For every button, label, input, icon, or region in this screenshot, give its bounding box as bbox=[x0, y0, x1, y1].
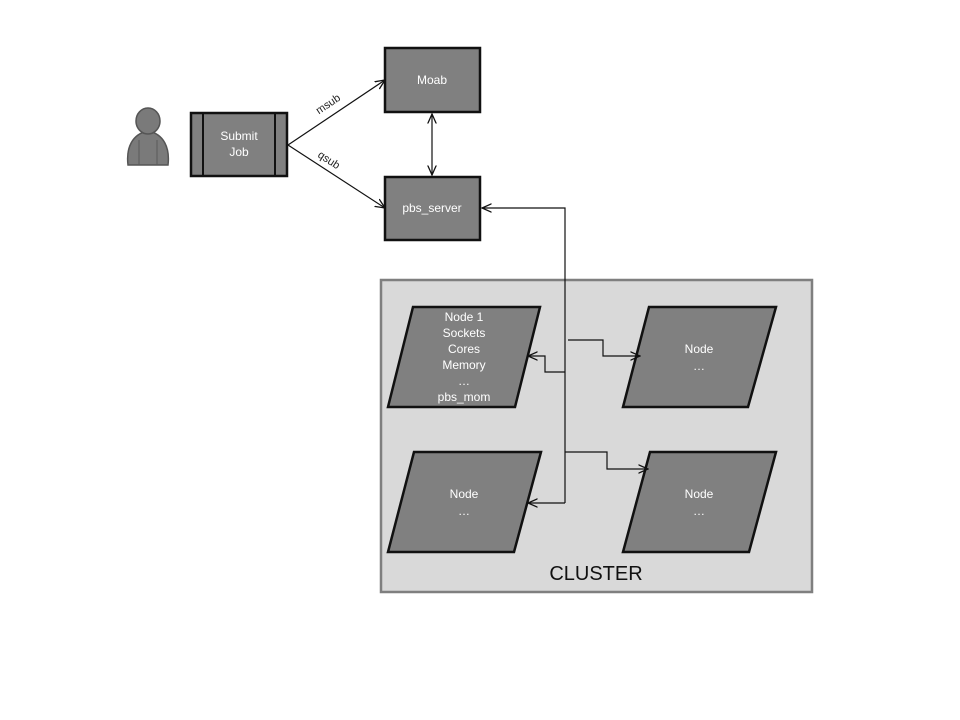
cluster-label: CLUSTER bbox=[549, 563, 642, 585]
submit-job-line-1: Submit bbox=[220, 129, 258, 143]
submit-job-line-2: Job bbox=[229, 145, 249, 159]
msub-edge bbox=[287, 80, 385, 146]
node-2-line-2: … bbox=[693, 359, 705, 373]
node-1-line-5: … bbox=[458, 374, 470, 388]
node-2-line-1: Node bbox=[685, 342, 714, 356]
node-1-line-2: Sockets bbox=[443, 326, 486, 340]
msub-label: msub bbox=[314, 92, 343, 117]
node-3-line-2: … bbox=[458, 504, 470, 518]
submit-job-box: Submit Job bbox=[189, 111, 289, 178]
pbs-cluster-connector bbox=[482, 208, 566, 503]
connector-to-node-bottom-right bbox=[565, 451, 648, 469]
node-bottom-left: Node … bbox=[386, 450, 543, 554]
qsub-edge bbox=[287, 144, 385, 208]
qsub-label: qsub bbox=[315, 149, 342, 172]
node-bottom-right: Node … bbox=[621, 450, 778, 554]
moab-box: Moab bbox=[383, 46, 482, 114]
node-4-line-1: Node bbox=[685, 487, 714, 501]
node-1: Node 1 Sockets Cores Memory … pbs_mom bbox=[386, 305, 542, 409]
pbs-server-label: pbs_server bbox=[402, 201, 461, 215]
node-1-line-6: pbs_mom bbox=[438, 390, 491, 404]
node-3-line-1: Node bbox=[450, 487, 479, 501]
node-1-line-3: Cores bbox=[448, 342, 480, 356]
connector-to-node-top-right bbox=[568, 339, 640, 356]
connector-to-node-1 bbox=[528, 356, 565, 373]
node-1-line-1: Node 1 bbox=[445, 310, 484, 324]
user-icon bbox=[126, 107, 170, 166]
node-1-line-4: Memory bbox=[442, 358, 485, 372]
pbs-server-box: pbs_server bbox=[383, 175, 482, 242]
moab-label: Moab bbox=[417, 73, 447, 87]
node-4-line-2: … bbox=[693, 504, 705, 518]
node-top-right: Node … bbox=[621, 305, 778, 409]
